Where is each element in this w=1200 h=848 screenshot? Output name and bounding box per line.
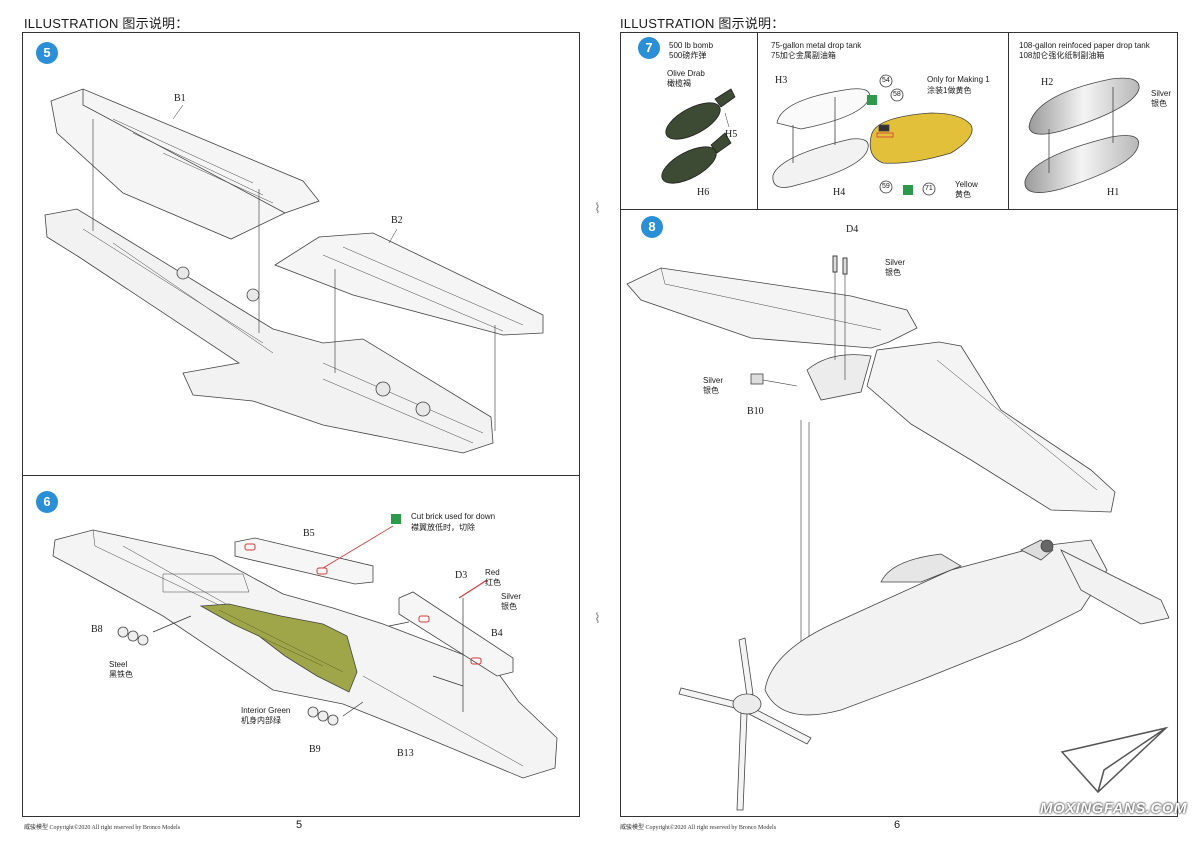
part-b5: B5	[303, 528, 315, 539]
part-b9: B9	[309, 744, 321, 755]
silver-label-zh: 银色	[501, 602, 517, 611]
red-label-en: Red	[485, 568, 500, 577]
step-6-badge: 6	[36, 491, 58, 513]
step-7-panel: 7	[620, 32, 1178, 210]
footer-right: 威骏模型 Copyright©2020 All right reserved b…	[620, 825, 777, 831]
bomb-shapes	[661, 88, 736, 184]
interior-label-zh: 机身内部绿	[241, 716, 281, 725]
silver-left-zh: 银色	[703, 386, 719, 395]
yellow-label-zh: 黄色	[955, 190, 971, 199]
tank-75	[772, 88, 973, 188]
tank108-title-zh: 108加仑强化纸制副油箱	[1019, 51, 1105, 60]
step-6-panel: 6	[22, 475, 580, 817]
red-markers	[244, 543, 482, 665]
right-page: ILLUSTRATION 图示说明： 7	[600, 0, 1200, 848]
silver-top-en: Silver	[885, 258, 906, 267]
part-h3: H3	[775, 75, 788, 86]
silver-left-en: Silver	[703, 376, 724, 385]
yellow-label-en: Yellow	[955, 180, 978, 189]
guide-lines	[92, 119, 496, 431]
bomb-color-zh: 橄榄褐	[667, 79, 691, 88]
callout-58: 58	[893, 91, 901, 98]
gear-door-parts	[117, 626, 339, 726]
page-heading-left: ILLUSTRATION 图示说明：	[24, 16, 189, 31]
red-label-zh: 红色	[485, 578, 501, 587]
fuselage-8	[764, 539, 1170, 716]
left-page: ILLUSTRATION 图示说明： 5	[22, 16, 580, 831]
page-number-left: 5	[296, 819, 303, 831]
steel-label-zh: 黑铁色	[109, 670, 133, 679]
flap-b5	[234, 537, 374, 585]
propeller	[678, 637, 812, 811]
step-5-diagram	[44, 88, 544, 454]
silver-108-en: Silver	[1151, 89, 1172, 98]
divider-1	[757, 33, 758, 209]
callout-59: 59	[882, 183, 890, 190]
part-h5: H5	[725, 129, 738, 140]
marker-green-2	[903, 185, 913, 195]
part-b8: B8	[91, 624, 103, 635]
step-8-badge: 8	[641, 216, 663, 238]
step-7-diagram	[661, 74, 1140, 196]
part-d3: D3	[455, 570, 468, 581]
cut-note-en: Cut brick used for down	[411, 512, 496, 521]
tank-108	[1024, 77, 1140, 193]
spine-mark-bottom: ⌇	[594, 610, 601, 626]
only-making-en: Only for Making 1	[927, 75, 990, 84]
part-b13: B13	[397, 748, 414, 759]
step-6-diagram	[52, 525, 558, 779]
step-8-panel: 8	[620, 209, 1178, 817]
silver-top-zh: 银色	[885, 268, 901, 277]
part-h6: H6	[697, 187, 710, 198]
flap-b4	[398, 591, 514, 677]
divider-2	[1008, 33, 1009, 209]
step-7-badge: 7	[638, 37, 660, 59]
only-making-zh: 涂装1做黄色	[927, 86, 972, 95]
cut-note-zh: 襟翼放低时，切除	[411, 523, 475, 532]
wing-upper-left	[50, 88, 320, 240]
d4-rods	[832, 255, 848, 275]
part-h2: H2	[1041, 77, 1054, 88]
steel-label-en: Steel	[109, 660, 128, 669]
watermark-text: MOXINGFANS.COM	[1040, 800, 1188, 817]
wing-lower	[44, 208, 494, 454]
tank75-title-zh: 75加仑金属副油箱	[771, 51, 836, 60]
step-8-diagram	[626, 255, 1170, 811]
step-5-badge: 5	[36, 42, 58, 64]
interior-label-en: Interior Green	[241, 706, 291, 715]
tank75-title-en: 75-gallon metal drop tank	[771, 41, 862, 50]
silver-label-en: Silver	[501, 592, 522, 601]
part-b2: B2	[391, 215, 403, 226]
cut-icon	[391, 514, 401, 524]
wing-assembly-8	[626, 267, 1116, 513]
step-5-panel: 5	[22, 32, 580, 476]
part-d4: D4	[846, 224, 859, 235]
bomb-title-en: 500 lb bomb	[669, 41, 714, 50]
callout-71: 71	[925, 185, 933, 192]
footer-left: 威骏模型 Copyright©2020 All right reserved b…	[24, 825, 181, 831]
callout-54: 54	[882, 77, 890, 84]
page-number-right: 6	[894, 819, 901, 831]
bomb-color-en: Olive Drab	[667, 69, 705, 78]
spine-mark-top: ⌇	[594, 200, 601, 216]
part-b1: B1	[174, 93, 186, 104]
part-h4: H4	[833, 187, 846, 198]
wing-upper-right	[274, 232, 544, 336]
bomb-title-zh: 500磅炸弹	[669, 51, 707, 60]
marker-green-1	[867, 95, 877, 105]
silver-108-zh: 银色	[1151, 99, 1167, 108]
page-heading-right: ILLUSTRATION 图示说明：	[620, 16, 785, 31]
part-b4: B4	[491, 628, 503, 639]
part-b10: B10	[747, 406, 764, 417]
part-h1: H1	[1107, 187, 1120, 198]
tank108-title-en: 108-gallon reinfoced paper drop tank	[1019, 41, 1150, 50]
guide-lines-6	[152, 598, 464, 717]
